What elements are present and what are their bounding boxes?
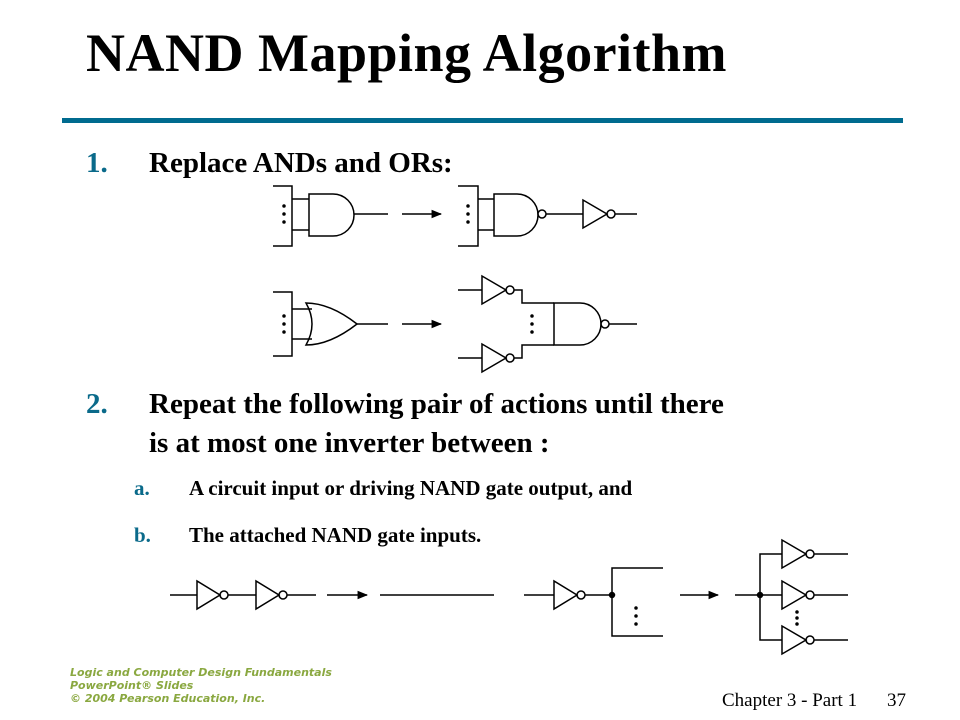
page-number: 37 [887, 690, 906, 711]
step-1-text: Replace ANDs and ORs: [149, 147, 453, 179]
inverter-icon [196, 579, 222, 611]
double-inverter-diagram [170, 579, 316, 611]
inverter-icon [481, 342, 508, 374]
inverter-icon [582, 198, 609, 230]
substep-b-letter: b. [134, 523, 151, 547]
fanout-inverters-diagram [735, 538, 848, 656]
footer-line-3: © 2004 Pearson Education, Inc. [70, 692, 266, 705]
title-rule [62, 118, 903, 123]
footer-credit: Logic and Computer Design Fundamentals P… [70, 666, 332, 705]
chapter-label: Chapter 3 - Part 1 [722, 690, 858, 711]
step-2-text-line2: is at most one inverter between : [149, 427, 550, 459]
inverter-icon [481, 274, 508, 306]
inverter-icon [553, 579, 579, 611]
inverters-nand-diagram [458, 274, 637, 374]
and-gate-icon [308, 193, 355, 237]
step-2-text-line1: Repeat the following pair of actions unt… [149, 388, 724, 420]
nand-inverter-diagram [458, 185, 637, 247]
inverter-icon [781, 624, 808, 656]
inverter-icon [781, 579, 808, 611]
or-gate-icon [304, 302, 359, 346]
step-1-number: 1. [86, 147, 108, 179]
substep-a-text: A circuit input or driving NAND gate out… [189, 476, 633, 500]
inverter-icon [781, 538, 808, 570]
substep-a-letter: a. [134, 476, 150, 500]
inverter-fanout-diagram [524, 567, 663, 637]
footer-line-2: PowerPoint® Slides [70, 679, 194, 692]
and-gate-left-diagram [273, 185, 388, 247]
nand-gate-icon [493, 193, 539, 237]
slide-title: NAND Mapping Algorithm [86, 23, 728, 83]
step-2-number: 2. [86, 388, 108, 420]
substep-b-text: The attached NAND gate inputs. [189, 523, 482, 547]
footer-line-1: Logic and Computer Design Fundamentals [70, 666, 332, 679]
nand-gate-icon [553, 302, 602, 346]
inverter-icon [255, 579, 281, 611]
or-gate-left-diagram [273, 291, 388, 357]
